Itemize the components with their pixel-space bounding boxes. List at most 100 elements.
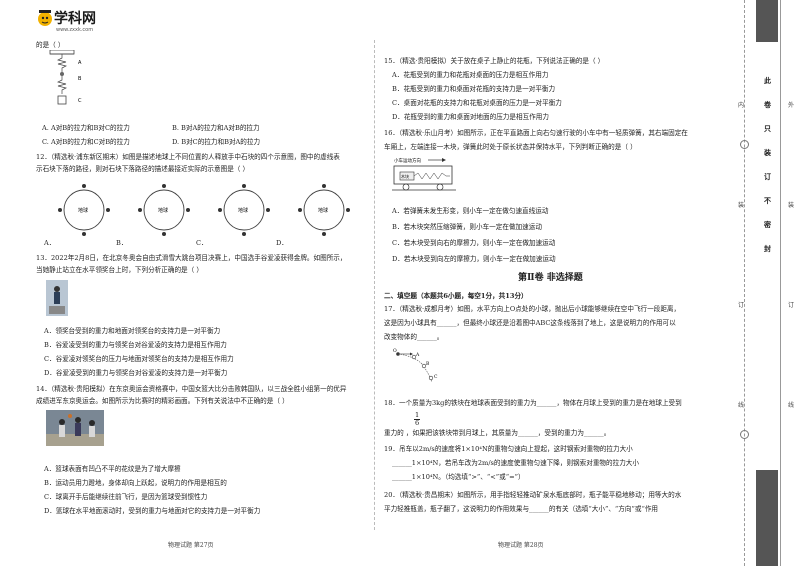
binding-line xyxy=(780,0,781,566)
q13-option-d: D．谷爱凌受到的重力与领奖台对谷爱凌的支持力是一对平衡力 xyxy=(44,369,228,377)
q15-option-d: D．花瓶受到的重力和桌面对地面的压力是相互作用力 xyxy=(392,113,549,121)
q12-globes-figure: 地球 地球 地球 地球 xyxy=(58,184,350,236)
binding-label-outer-1: 外 xyxy=(788,102,795,109)
q12-line1: 12．（精选秋·浦东新区期末）如图是描述地球上不同位置的人释放手中石块的四个示意… xyxy=(36,153,340,161)
point-label-b: B xyxy=(426,361,430,367)
spring-label-c: C xyxy=(78,98,82,104)
part2-title: 第Ⅱ卷 非选择题 xyxy=(518,273,583,283)
globe-a: 地球 xyxy=(58,184,110,236)
basketball-photo xyxy=(46,410,104,446)
q20-line1: 20．（精选秋·贵昌期末）如图所示，用手指轻轻推动矿泉水瓶底部时，瓶子能平稳地移… xyxy=(384,491,682,499)
q12-option-c: C． xyxy=(196,239,208,247)
binding-hole-1 xyxy=(740,140,749,149)
athlete-photo xyxy=(46,280,68,316)
binding-strip xyxy=(744,0,800,566)
q14-line1: 14．（精选秋·贵阳模拟）在东京奥运会资格赛中，中国女篮大比分击败韩国队，以三战… xyxy=(36,385,347,393)
q18-fraction-numerator: 1 xyxy=(414,411,421,420)
binding-char-1: 此 xyxy=(764,76,771,85)
q-top-tail: 的是（ ） xyxy=(36,41,65,49)
binding-label-outer-3: 订 xyxy=(788,302,795,309)
globe-c: 地球 xyxy=(218,184,270,236)
q15-line1: 15．（精选·贵阳模拟）关于放在桌子上静止的花瓶，下列说法正确的是（ ） xyxy=(384,57,605,65)
spring-label-a: A xyxy=(78,60,82,66)
binding-label-outer-2: 装 xyxy=(788,202,795,209)
left-page-footer: 物理试题 第27页 xyxy=(168,542,214,549)
globe-label-d: 地球 xyxy=(318,207,328,214)
spring-figure: A B C xyxy=(49,50,82,105)
binding-label-inner-4: 线 xyxy=(738,402,745,409)
q15-option-c: C．桌面对花瓶的支持力和花瓶对桌面的压力是一对平衡力 xyxy=(392,99,562,107)
globe-label-a: 地球 xyxy=(78,207,88,214)
q15-option-b: B．花瓶受到的重力和桌面对花瓶的支持力是一对平衡力 xyxy=(392,85,556,93)
q-top-option-c: C. A对B的拉力和C对B的拉力 xyxy=(42,138,130,146)
q13-line1: 13．2022年2月8日，在北京冬奥会自由式滑雪大跳台项目决赛上，中国选手谷爱凌… xyxy=(36,254,347,262)
q12-option-b: B． xyxy=(116,239,128,247)
binding-char-2: 卷 xyxy=(764,100,771,109)
q19-line3: ______1×10⁴N。（均选填“>”、“<”或“=”） xyxy=(392,473,525,481)
binding-char-8: 封 xyxy=(764,244,771,253)
globe-b: 地球 xyxy=(138,184,190,236)
point-label-o: O xyxy=(393,348,397,354)
q17-line1: 17．（精选秋·成都月考）如图，水平方向上O点处的小球，抛出后小球能够继续在空中… xyxy=(384,305,681,313)
q12-option-d: D． xyxy=(276,239,288,247)
q14-line2: 成绩进军东京奥运会。如图所示为比赛时的精彩画面。下列有关说法中不正确的是（ ） xyxy=(36,397,289,405)
left-column: 的是（ ） A B C A. A对B的拉力和B对C的拉力 B. B对A的拉力和A… xyxy=(0,0,372,566)
q16-option-b: B．若木块突然压缩弹簧，则小车一定在做加速运动 xyxy=(392,223,542,231)
logo-icon xyxy=(38,10,52,26)
binding-hole-2 xyxy=(740,430,749,439)
q16-option-c: C．若木块受到向右的摩擦力，则小车一定在做加速运动 xyxy=(392,239,556,247)
binding-char-4: 装 xyxy=(764,148,771,157)
binding-char-5: 订 xyxy=(764,172,771,181)
q13-option-c: C．谷爱凌对领奖台的压力与地面对领奖台的支持力是相互作用力 xyxy=(44,355,234,363)
q13-option-a: A．领奖台受到的重力和地面对领奖台的支持力是一对平衡力 xyxy=(44,327,221,335)
q-top-option-d: D. B对C的拉力和B对A的拉力 xyxy=(172,138,261,146)
q14-option-c: C．球离开手后能继续往前飞行，是因为篮球受到惯性力 xyxy=(44,493,208,501)
section2-heading: 二、填空题（本题共6小题，每空1分，共13分） xyxy=(384,292,528,300)
q13-line2: 当她静止站立在水平领奖台上时，下列分析正确的是（ ） xyxy=(36,266,203,274)
binding-char-3: 只 xyxy=(764,124,771,133)
globe-d: 地球 xyxy=(298,184,350,236)
q16-option-a: A．若弹簧未发生形变，则小车一定在做匀速直线运动 xyxy=(392,207,549,215)
point-label-c: C xyxy=(434,374,438,380)
q19-line1: 19．吊车以2m/s的速度将1×10⁴N的重物匀速向上提起，这时钢索对重物的拉力… xyxy=(384,445,633,453)
q20-line2: 平力轻推瓶盖，瓶子翻了，这说明力的作用效果与______的有关（选填“大小”、“… xyxy=(384,505,659,513)
q18-fraction: 1 6 xyxy=(414,411,421,427)
q13-option-b: B．谷爱凌受到的重力与领奖台对谷爱凌的支持力是相互作用力 xyxy=(44,341,227,349)
binding-char-6: 不 xyxy=(764,196,771,205)
logo: 学科网 xyxy=(36,8,96,28)
q18-fraction-denominator: 6 xyxy=(415,419,420,427)
binding-label-inner-3: 订 xyxy=(738,302,745,309)
point-label-a: A xyxy=(415,352,420,358)
spring-label-b: B xyxy=(78,76,82,82)
cart-block-label: 木块 xyxy=(401,173,409,179)
q16-line2: 车厢上，左端连接一木块，弹簧此时处于原长状态并保持水平，下列判断正确的是（ ） xyxy=(384,143,637,151)
q-top-option-b: B. B对A的拉力和A对B的拉力 xyxy=(172,124,260,132)
logo-url: www.zxxk.com xyxy=(56,27,94,33)
globe-label-c: 地球 xyxy=(238,207,248,214)
q18-line2: 重力的 ，如果把该铁块带到月球上，其质量为______，受到的重力为______… xyxy=(384,429,611,437)
q17-line3: 改变物体的______。 xyxy=(384,333,444,341)
q17-line2: 这是因为小球具有______，但最终小球还是沿着图中ABC这条线落到了地上，这是… xyxy=(384,319,676,327)
q15-option-a: A．花瓶受到的重力和花瓶对桌面的压力是相互作用力 xyxy=(392,71,549,79)
q12-line2: 示石块下落的路径，则对石块下落路径的描述最接近实际的示意图是（ ） xyxy=(36,165,250,173)
q16-line1: 16．（精选秋·乐山月考）如图所示，正在平直路面上向右匀速行驶的小车中有一轻质弹… xyxy=(384,129,688,137)
q12-option-a: A． xyxy=(44,239,56,247)
q18-line1: 18．一个质量为3kg的铁块在地球表面受到的重力为______，物体在月球上受到… xyxy=(384,399,682,407)
q14-option-d: D．篮球在水平地面滚动时，受到的重力与地面对它的支持力是一对平衡力 xyxy=(44,507,261,515)
binding-char-7: 密 xyxy=(764,220,771,229)
binding-label-inner-1: 内 xyxy=(738,102,745,109)
right-column: 15．（精选·贵阳模拟）关于放在桌子上静止的花瓶，下列说法正确的是（ ） A．花… xyxy=(378,0,740,566)
cart-figure-caption: 小车运动方向 xyxy=(394,157,421,164)
binding-block-bottom xyxy=(756,470,778,566)
column-divider xyxy=(374,40,375,530)
q17-trajectory-figure: O A B C xyxy=(393,348,438,383)
q14-option-b: B．运动员用力蹬地，身体却向上跃起，说明力的作用是相互的 xyxy=(44,479,227,487)
binding-label-outer-4: 线 xyxy=(788,402,795,409)
q14-option-a: A．篮球表面有凹凸不平的花纹是为了增大摩擦 xyxy=(44,465,181,473)
cart-figure: 小车运动方向 木块 xyxy=(392,157,456,191)
binding-block-top xyxy=(756,0,778,42)
right-page-footer: 物理试题 第28页 xyxy=(498,542,544,549)
q16-option-d: D．若木块受到向左的摩擦力，则小车一定在做加速运动 xyxy=(392,255,556,263)
q19-line2: ______1×10⁴N，若吊车改为2m/s的速度使重物匀速下降，则钢索对重物的… xyxy=(392,459,639,467)
